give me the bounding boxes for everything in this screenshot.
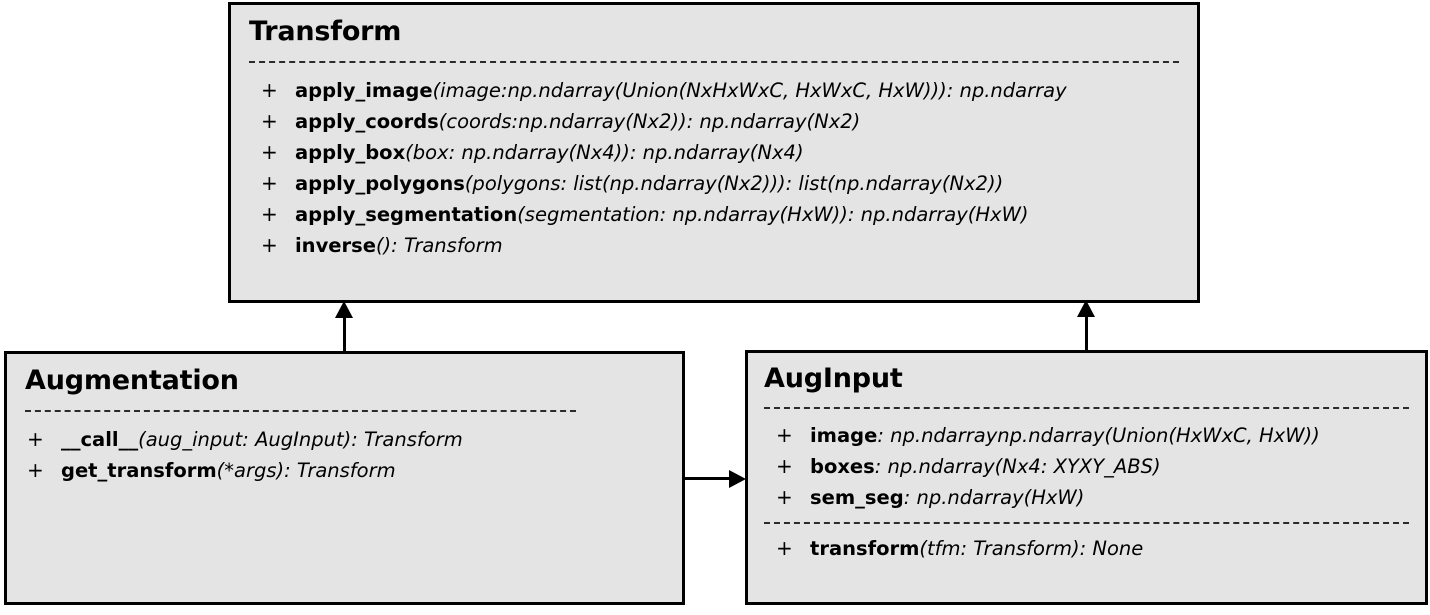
arrowhead-auginput-transform bbox=[1077, 300, 1095, 317]
member-signature: __call__(aug_input: AugInput): Transform bbox=[61, 424, 463, 455]
member-row: + apply_polygons(polygons: list(np.ndarr… bbox=[247, 168, 1181, 199]
member-return: : np.ndarray(Nx4) bbox=[629, 141, 804, 164]
member-params: (coords:np.ndarray(Nx2)) bbox=[438, 110, 687, 133]
member-name: apply_box bbox=[295, 141, 406, 164]
visibility-marker: + bbox=[261, 109, 278, 133]
visibility-marker: + bbox=[27, 427, 44, 451]
class-box-transform[interactable]: Transform + apply_image(image:np.ndarray… bbox=[228, 2, 1200, 303]
member-row: + apply_box(box: np.ndarray(Nx4)): np.nd… bbox=[247, 137, 1181, 168]
member-signature: apply_polygons(polygons: list(np.ndarray… bbox=[295, 168, 1003, 199]
member-return: : Transform bbox=[391, 234, 503, 257]
member-return: : Transform bbox=[284, 459, 396, 482]
member-name: apply_coords bbox=[295, 110, 439, 133]
member-signature: sem_seg: np.ndarray(HxW) bbox=[810, 482, 1084, 513]
member-row: + apply_image(image:np.ndarray(Union(NxH… bbox=[247, 75, 1181, 106]
class-separator bbox=[25, 410, 576, 412]
connector-line-augmentation-auginput bbox=[684, 477, 734, 480]
member-name: apply_image bbox=[295, 79, 433, 102]
member-name: get_transform bbox=[61, 459, 217, 482]
member-params: (polygons: list(np.ndarray(Nx2))) bbox=[464, 172, 786, 195]
member-params: (image:np.ndarray(Union(NxHxWxC, HxWxC, … bbox=[432, 79, 947, 102]
visibility-marker: + bbox=[261, 140, 278, 164]
member-name: boxes bbox=[810, 455, 875, 478]
visibility-marker: + bbox=[776, 536, 793, 560]
member-return: : np.ndarray(Nx2) bbox=[686, 110, 861, 133]
visibility-marker: + bbox=[776, 485, 793, 509]
connector-line-auginput-transform bbox=[1085, 316, 1088, 352]
member-return: : np.ndarray(Nx4: XYXY_ABS) bbox=[874, 455, 1161, 478]
class-members-transform: + apply_image(image:np.ndarray(Union(NxH… bbox=[247, 75, 1181, 261]
member-name: sem_seg bbox=[810, 486, 904, 509]
arrowhead-augmentation-auginput bbox=[729, 470, 746, 488]
member-params: (box: np.ndarray(Nx4)) bbox=[405, 141, 630, 164]
member-name: __call__ bbox=[61, 428, 139, 451]
visibility-marker: + bbox=[776, 423, 793, 447]
class-box-augmentation[interactable]: Augmentation + __call__(aug_input: AugIn… bbox=[4, 351, 685, 605]
member-return: : np.ndarray(HxW) bbox=[847, 203, 1029, 226]
class-separator bbox=[249, 61, 1179, 63]
visibility-marker: + bbox=[261, 202, 278, 226]
connector-line-augmentation-transform bbox=[343, 316, 346, 353]
member-params: (aug_input: AugInput) bbox=[138, 428, 352, 451]
member-signature: apply_image(image:np.ndarray(Union(NxHxW… bbox=[295, 75, 1067, 106]
member-row: + __call__(aug_input: AugInput): Transfo… bbox=[23, 424, 666, 455]
member-signature: inverse(): Transform bbox=[295, 230, 503, 261]
member-params: (*args) bbox=[216, 459, 285, 482]
class-separator bbox=[764, 407, 1409, 409]
member-signature: apply_coords(coords:np.ndarray(Nx2)): np… bbox=[295, 106, 860, 137]
member-name: transform bbox=[810, 537, 920, 560]
member-params: (segmentation: np.ndarray(HxW)) bbox=[517, 203, 848, 226]
class-box-auginput[interactable]: AugInput + image: np.ndarraynp.ndarray(U… bbox=[745, 350, 1428, 605]
member-params: () bbox=[375, 234, 392, 257]
member-name: apply_polygons bbox=[295, 172, 465, 195]
member-name: image bbox=[810, 424, 878, 447]
member-name: apply_segmentation bbox=[295, 203, 518, 226]
member-signature: image: np.ndarraynp.ndarray(Union(HxWxC,… bbox=[810, 420, 1320, 451]
class-members-augmentation: + __call__(aug_input: AugInput): Transfo… bbox=[23, 424, 666, 486]
visibility-marker: + bbox=[261, 78, 278, 102]
member-signature: apply_segmentation(segmentation: np.ndar… bbox=[295, 199, 1029, 230]
visibility-marker: + bbox=[261, 233, 278, 257]
member-signature: apply_box(box: np.ndarray(Nx4)): np.ndar… bbox=[295, 137, 804, 168]
member-row: + boxes: np.ndarray(Nx4: XYXY_ABS) bbox=[762, 451, 1411, 482]
member-row: + image: np.ndarraynp.ndarray(Union(HxWx… bbox=[762, 420, 1411, 451]
visibility-marker: + bbox=[776, 454, 793, 478]
class-title-augmentation: Augmentation bbox=[25, 365, 239, 396]
member-row: + get_transform(*args): Transform bbox=[23, 455, 666, 486]
member-return: : None bbox=[1079, 537, 1144, 560]
class-separator bbox=[764, 522, 1409, 524]
member-params: (tfm: Transform) bbox=[919, 537, 1080, 560]
member-row: + transform(tfm: Transform): None bbox=[762, 533, 1411, 564]
member-row: + apply_coords(coords:np.ndarray(Nx2)): … bbox=[247, 106, 1181, 137]
class-title-transform: Transform bbox=[249, 16, 402, 47]
member-row: + inverse(): Transform bbox=[247, 230, 1181, 261]
member-return: : Transform bbox=[351, 428, 463, 451]
member-return: : np.ndarray(HxW) bbox=[903, 486, 1085, 509]
member-row: + apply_segmentation(segmentation: np.nd… bbox=[247, 199, 1181, 230]
class-methods-auginput: + transform(tfm: Transform): None bbox=[762, 533, 1411, 564]
member-signature: get_transform(*args): Transform bbox=[61, 455, 396, 486]
member-signature: transform(tfm: Transform): None bbox=[810, 533, 1143, 564]
visibility-marker: + bbox=[27, 458, 44, 482]
member-name: inverse bbox=[295, 234, 376, 257]
member-return: : np.ndarray bbox=[946, 79, 1067, 102]
visibility-marker: + bbox=[261, 171, 278, 195]
member-return: : np.ndarraynp.ndarray(Union(HxWxC, HxW)… bbox=[877, 424, 1320, 447]
member-signature: boxes: np.ndarray(Nx4: XYXY_ABS) bbox=[810, 451, 1161, 482]
class-attributes-auginput: + image: np.ndarraynp.ndarray(Union(HxWx… bbox=[762, 420, 1411, 513]
arrowhead-augmentation-transform bbox=[335, 301, 353, 318]
member-row: + sem_seg: np.ndarray(HxW) bbox=[762, 482, 1411, 513]
member-return: : list(np.ndarray(Nx2)) bbox=[785, 172, 1004, 195]
class-title-auginput: AugInput bbox=[764, 363, 903, 394]
